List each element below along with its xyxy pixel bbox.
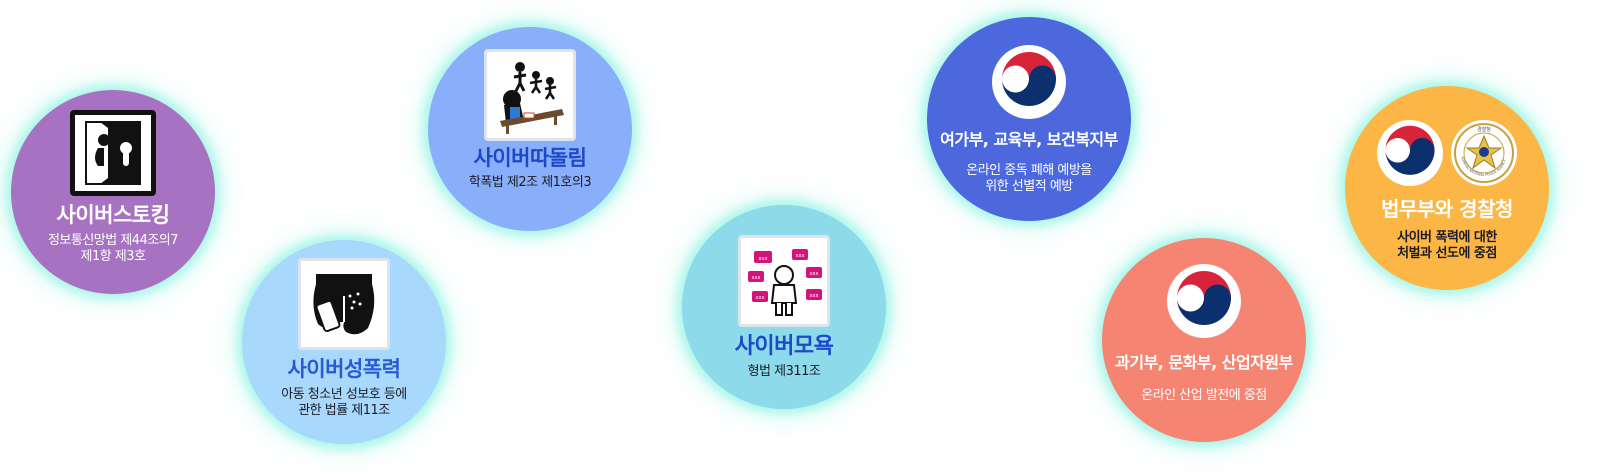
node-subtitle-line1: 학폭법 제2조 제1호의3 — [468, 175, 592, 191]
insult-bubbles-icon: xxx xxx xxx xxx xxx xxx — [738, 235, 830, 327]
node-justice-police: 경찰청 KOREAN NATIONAL POLICE AGENCY 법무부와 경… — [1345, 86, 1549, 290]
svg-text:xxx: xxx — [810, 293, 819, 299]
node-title: 법무부와 경찰청 — [1381, 197, 1513, 221]
node-cyber-stalking: 사이버스토킹 정보통신망법 제44조의7 제1항 제3호 — [11, 90, 215, 294]
government-emblem-icon — [992, 45, 1066, 119]
node-ministry-prevention: 여가부, 교육부, 보건복지부 온라인 중독 폐해 예방을 위한 선별적 예방 — [927, 17, 1131, 221]
node-subtitle-line1: 정보통신망법 제44조의7 — [47, 233, 179, 249]
emblem-row: 경찰청 KOREAN NATIONAL POLICE AGENCY — [1377, 120, 1517, 186]
node-subtitle-line1: 사이버 폭력에 대한 — [1397, 230, 1497, 245]
svg-text:xxx: xxx — [752, 275, 761, 281]
node-subtitle-line2: 관한 법률 제11조 — [298, 403, 390, 419]
node-title: 사이버따돌림 — [473, 146, 587, 170]
node-subtitle-line1: 온라인 산업 발전에 중점 — [1141, 387, 1267, 403]
government-emblem-icon — [1167, 264, 1241, 338]
door-peek-icon — [70, 110, 156, 196]
phone-camera-icon — [298, 258, 390, 350]
node-title: 사이버성폭력 — [287, 357, 401, 381]
svg-text:xxx: xxx — [756, 295, 765, 301]
node-title: 사이버스토킹 — [56, 203, 170, 227]
node-subtitle-line1: 아동 청소년 성보호 등에 — [281, 387, 407, 403]
node-title: 여가부, 교육부, 보건복지부 — [940, 130, 1118, 149]
node-ministry-industry: 과기부, 문화부, 산업자원부 온라인 산업 발전에 중점 — [1102, 238, 1306, 442]
badge-top-text: 경찰청 — [1477, 126, 1491, 133]
svg-text:xxx: xxx — [796, 253, 805, 259]
svg-text:xxx: xxx — [759, 256, 768, 262]
node-subtitle-line1: 형법 제311조 — [747, 364, 821, 380]
node-cyber-insult: xxx xxx xxx xxx xxx xxx 사이버모욕 형법 제311조 — [682, 205, 886, 409]
node-subtitle-line1: 온라인 중독 폐해 예방을 — [966, 162, 1092, 178]
node-subtitle-line2: 제1항 제3호 — [80, 249, 146, 265]
svg-text:xxx: xxx — [810, 271, 819, 277]
node-title: 과기부, 문화부, 산업자원부 — [1115, 353, 1293, 372]
node-cyber-sexual-violence: 사이버성폭력 아동 청소년 성보호 등에 관한 법률 제11조 — [242, 240, 446, 444]
police-badge-icon: 경찰청 KOREAN NATIONAL POLICE AGENCY — [1451, 120, 1517, 186]
government-emblem-icon — [1377, 120, 1443, 186]
bullying-icon — [484, 49, 576, 141]
node-cyber-bullying: 사이버따돌림 학폭법 제2조 제1호의3 — [428, 27, 632, 231]
node-subtitle-line2: 위한 선별적 예방 — [985, 178, 1073, 194]
node-subtitle-line2: 처벌과 선도에 중점 — [1397, 246, 1497, 262]
node-title: 사이버모욕 — [734, 334, 834, 359]
